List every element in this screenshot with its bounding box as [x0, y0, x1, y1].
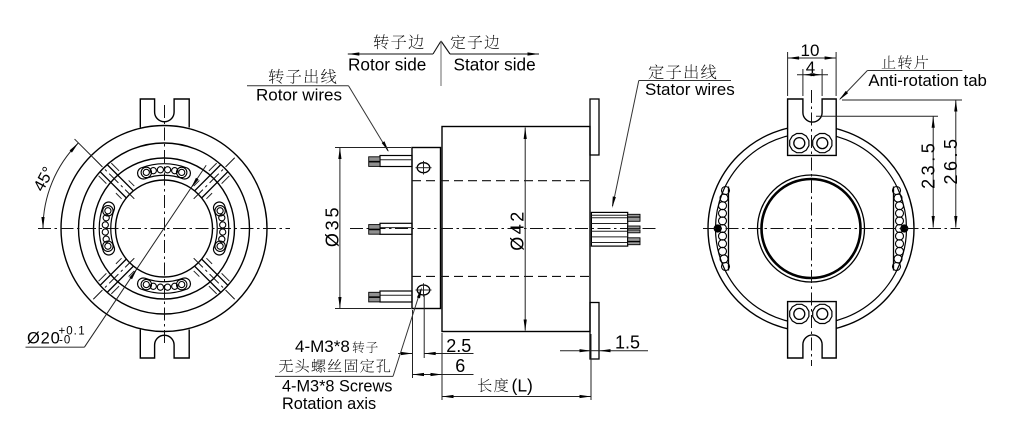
- svg-text:2.5: 2.5: [446, 336, 471, 356]
- svg-text:Stator side: Stator side: [454, 55, 536, 75]
- svg-text:4-M3*8 Screws: 4-M3*8 Screws: [282, 378, 392, 396]
- svg-text:Ø20: Ø20: [27, 330, 61, 348]
- svg-text:1: 1: [78, 326, 84, 338]
- svg-text:-0: -0: [59, 335, 71, 347]
- svg-text:1.5: 1.5: [615, 333, 640, 353]
- svg-text:Ø35: Ø35: [323, 205, 343, 247]
- svg-text:+0.: +0.: [59, 326, 78, 338]
- svg-text:(L): (L): [512, 376, 533, 396]
- svg-text:4: 4: [806, 58, 815, 77]
- svg-text:10: 10: [801, 41, 820, 60]
- svg-text:26.5: 26.5: [941, 135, 961, 184]
- svg-text:4-M3*8: 4-M3*8: [295, 337, 350, 356]
- svg-text:Stator wires: Stator wires: [645, 80, 735, 99]
- svg-text:Rotor wires: Rotor wires: [256, 85, 342, 104]
- svg-text:Rotation axis: Rotation axis: [282, 395, 376, 413]
- svg-text:Rotor side: Rotor side: [348, 55, 426, 75]
- svg-text:23.5: 23.5: [919, 140, 939, 189]
- svg-text:6: 6: [455, 356, 465, 376]
- svg-text:Anti-rotation tab: Anti-rotation tab: [868, 71, 986, 90]
- svg-text:Ø42: Ø42: [508, 209, 528, 251]
